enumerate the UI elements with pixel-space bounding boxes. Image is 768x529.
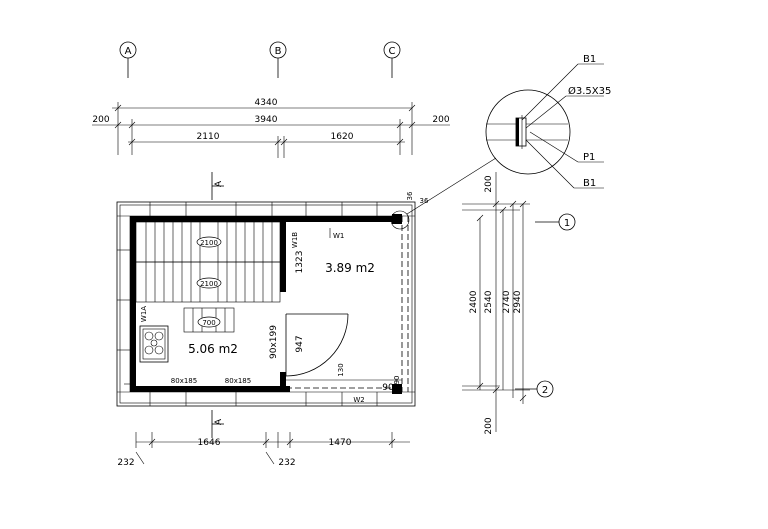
grid-axis-2: 2 (515, 380, 554, 398)
wall-tag-w1a-label: W1A (140, 306, 148, 322)
building-outline (116, 201, 416, 407)
grid-axis-b: B (269, 41, 287, 78)
section-label-top: A (214, 180, 224, 187)
grid-axis-a: A (119, 41, 137, 78)
dim-1323: 1323 (295, 251, 305, 274)
grid-axis-2-label: 2 (542, 385, 548, 396)
dim-wall-left: 232 (117, 458, 134, 468)
dim-overall-width: 4340 (255, 98, 278, 108)
dimensions-bottom: 1646 1470 232 232 (117, 432, 410, 468)
wall-tag-w1b: W1B (291, 232, 299, 248)
dim-bottom-offset: 200 (484, 417, 494, 434)
callout-p1: P1 (583, 152, 595, 163)
section-mark-top: A (211, 172, 224, 200)
dim-right-offset: 200 (432, 115, 449, 125)
wall-tag-w2: W2 (353, 396, 364, 404)
wall-tag-w1b-label: W1B (291, 232, 299, 248)
room-area-upper: 3.89 m2 (325, 261, 375, 275)
dim-90b: 90 (393, 376, 401, 385)
callout-b1-bottom: B1 (583, 178, 596, 189)
dim-130: 130 (337, 363, 345, 376)
bench-lower-length: 700 (202, 319, 215, 327)
wall-tag-w1: W1 (329, 228, 344, 240)
bench-upper: 2100 (135, 221, 281, 263)
bench-upper-length: 2100 (200, 239, 218, 247)
stove-icon (139, 325, 169, 363)
bench-middle-slats (145, 262, 273, 302)
dim-2940: 2940 (513, 290, 523, 313)
wall-tag-w1-label: W1 (333, 232, 344, 240)
dim-inner-width: 3940 (255, 115, 278, 125)
grid-axis-c: C (383, 41, 401, 78)
callout-b1-top: B1 (583, 54, 596, 65)
wall-tag-w2-label: W2 (353, 396, 364, 404)
dim-947: 947 (295, 335, 305, 352)
dim-span-bc: 1620 (331, 132, 354, 142)
window-left-size: 80x185 (171, 377, 197, 385)
grid-axis-a-label: A (125, 46, 132, 57)
section-mark-bottom: A (211, 410, 224, 438)
dim-2400: 2400 (469, 290, 479, 313)
grid-axis-c-label: C (389, 46, 396, 57)
room-area-lower: 5.06 m2 (188, 342, 238, 356)
door-swing (285, 313, 349, 377)
dim-span-right: 1470 (329, 438, 352, 448)
dimensions-top: 4340 3940 200 200 2110 1620 (92, 98, 450, 158)
dim-36a: 36 (406, 191, 414, 200)
detail-callout: B1 Ø3.5X35 P1 B1 (390, 54, 611, 230)
dim-span-left: 1646 (198, 438, 221, 448)
dim-left-offset: 200 (92, 115, 109, 125)
dim-span-ab: 2110 (197, 132, 220, 142)
bench-middle-length: 2100 (200, 280, 218, 288)
grid-axis-1-label: 1 (564, 218, 570, 229)
grid-axis-b-label: B (275, 46, 282, 57)
dim-2740: 2740 (502, 290, 512, 313)
section-label-bottom: A (214, 418, 224, 425)
window-right-size: 80x185 (225, 377, 251, 385)
bench-lower: 700 (183, 307, 235, 333)
dim-top-offset: 200 (484, 175, 494, 192)
callout-screw: Ø3.5X35 (568, 85, 611, 97)
door-size-label: 90x199 (269, 325, 279, 359)
dim-wall-right: 232 (278, 458, 295, 468)
bench-middle: 2100 (135, 261, 281, 303)
dimensions-right: 200 200 2400 2540 2740 2940 (462, 172, 530, 435)
dim-2540: 2540 (484, 290, 494, 313)
dim-90: 90 (382, 383, 394, 393)
wall-tag-w1a: W1A (140, 306, 148, 322)
dim-36b: 36 (420, 197, 429, 205)
grid-axis-1: 1 (535, 213, 576, 231)
